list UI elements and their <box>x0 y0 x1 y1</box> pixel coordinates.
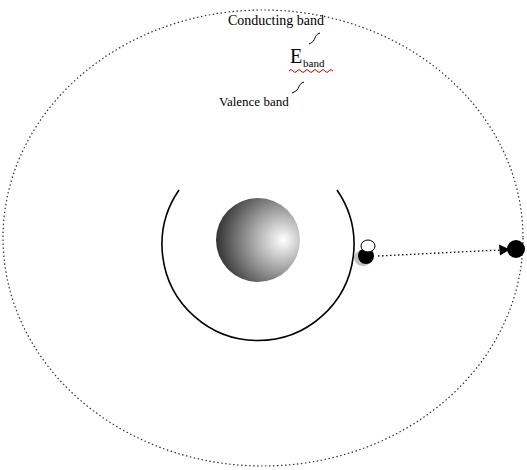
band-label: Valence band <box>219 95 289 108</box>
valence-orbit <box>162 190 354 341</box>
spellcheck-underline <box>289 70 333 73</box>
band-label: Conducting band <box>228 14 324 28</box>
nucleus <box>216 198 300 282</box>
excitation-arrow <box>378 250 500 256</box>
leader-line <box>309 33 320 44</box>
excited-electron <box>507 240 525 258</box>
energy-symbol: E <box>290 46 302 66</box>
energy-subscript: band <box>303 58 324 69</box>
hole <box>361 240 375 252</box>
conducting-orbit <box>3 10 523 466</box>
leader-line <box>292 82 304 93</box>
